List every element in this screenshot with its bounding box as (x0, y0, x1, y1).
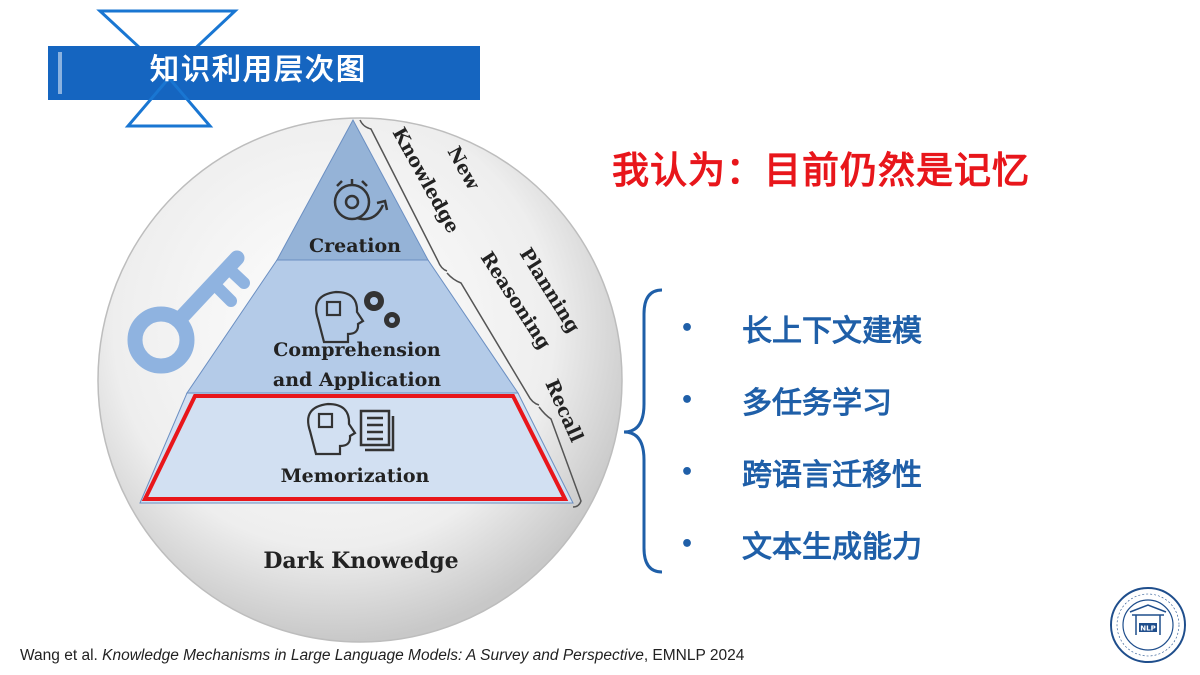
memorization-label: Memorization (281, 465, 430, 487)
citation: Wang et al. Knowledge Mechanisms in Larg… (20, 645, 920, 667)
bullet-dot: • (680, 459, 695, 485)
bullet-dot: • (680, 531, 695, 557)
headline: 我认为：目前仍然是记忆 (612, 149, 1030, 192)
key-icon (127, 250, 250, 374)
list-item: • 文本生成能力 (680, 508, 1080, 580)
list-item: • 跨语言迁移性 (680, 436, 1080, 508)
brain-chip-icon (307, 402, 357, 456)
list-item-label: 文本生成能力 (742, 530, 922, 565)
side-bracket-lines (359, 119, 582, 508)
memorization-layer (139, 392, 574, 504)
citation-title: Knowledge Mechanisms in Large Language M… (102, 647, 644, 664)
fudan-nlp-seal-logo: NLP (1110, 587, 1186, 663)
bullet-dot: • (680, 387, 695, 413)
creation-icon (333, 179, 389, 221)
capability-list: • 长上下文建模 • 多任务学习 • 跨语言迁移性 • 文本生成能力 (680, 292, 1080, 580)
list-item-label: 跨语言迁移性 (742, 458, 922, 493)
dark-knowledge-label: Dark Knowedge (263, 548, 458, 574)
gears-icon (364, 291, 400, 328)
curly-brace (623, 288, 663, 574)
list-item-label: 长上下文建模 (742, 314, 922, 349)
list-item-label: 多任务学习 (742, 386, 892, 421)
comprehension-label-line1: Comprehension (273, 339, 441, 361)
list-item: • 长上下文建模 (680, 292, 1080, 364)
knowledge-pyramid-diagram: Creation Comprehension and Application M… (97, 117, 623, 643)
page-title: 知识利用层次图 (150, 52, 368, 86)
bullet-dot: • (680, 315, 695, 341)
list-item: • 多任务学习 (680, 364, 1080, 436)
creation-label: Creation (309, 235, 401, 257)
svg-text:NLP: NLP (1140, 625, 1155, 633)
comprehension-label-line2: and Application (273, 369, 441, 391)
brain-gear-icon (315, 290, 365, 344)
memorization-highlight-box (141, 394, 569, 501)
documents-icon (359, 409, 395, 452)
citation-prefix: Wang et al. (20, 647, 103, 664)
title-banner (48, 9, 480, 128)
citation-suffix: , EMNLP 2024 (643, 647, 745, 664)
